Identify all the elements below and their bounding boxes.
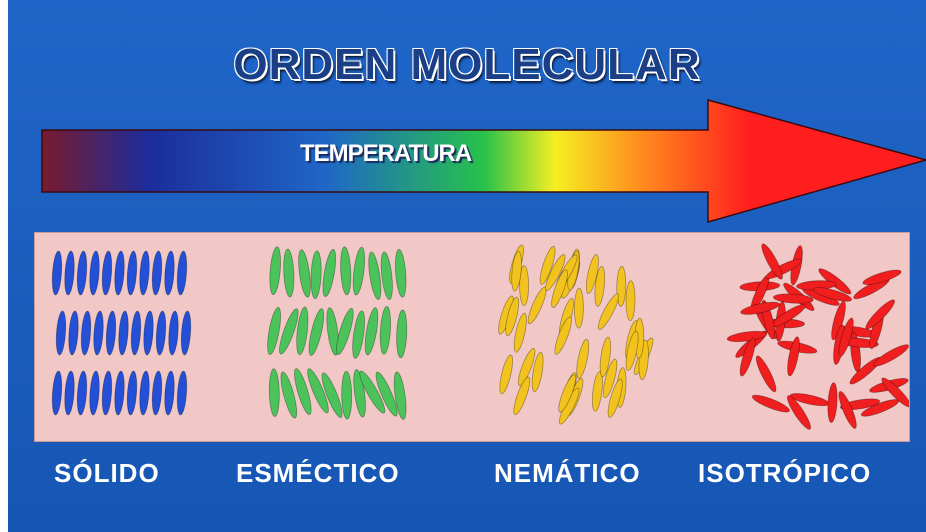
molecule-1 [396, 310, 408, 358]
molecule-1 [320, 249, 338, 298]
phase-label-nematico: NEMÁTICO [494, 458, 641, 489]
molecule-0 [126, 371, 138, 416]
molecule-0 [105, 311, 117, 356]
molecule-0 [101, 251, 113, 296]
molecule-0 [101, 371, 113, 416]
molecule-0 [126, 251, 138, 296]
molecule-0 [176, 371, 188, 416]
molecule-1 [310, 251, 322, 299]
molecule-0 [51, 371, 63, 416]
molecule-0 [163, 251, 175, 296]
molecule-0 [63, 371, 75, 416]
molecule-0 [113, 371, 125, 416]
phases-panel [34, 232, 910, 442]
phase-label-esmectico: ESMÉCTICO [236, 458, 400, 489]
molecule-0 [113, 251, 125, 296]
molecule-1 [363, 307, 381, 356]
molecule-0 [55, 311, 67, 356]
molecule-1 [269, 368, 280, 416]
molecule-3 [751, 392, 792, 415]
molecule-0 [76, 251, 88, 296]
molecule-0 [167, 311, 179, 356]
molecule-1 [379, 306, 392, 355]
molecule-0 [151, 371, 163, 416]
temperature-arrow-shape [42, 100, 926, 222]
molecule-2 [626, 281, 635, 321]
molecule-0 [117, 311, 129, 356]
molecule-0 [63, 251, 75, 296]
molecule-0 [142, 311, 154, 356]
molecule-0 [88, 371, 100, 416]
molecule-1 [268, 246, 282, 295]
molecule-0 [151, 251, 163, 296]
molecule-0 [76, 371, 88, 416]
molecule-3 [753, 354, 779, 394]
molecule-1 [379, 251, 394, 300]
molecule-3 [827, 382, 838, 422]
molecule-1 [351, 247, 367, 296]
molecule-0 [176, 251, 188, 296]
molecule-3 [836, 390, 860, 430]
molecule-1 [394, 249, 408, 298]
molecule-2 [497, 354, 515, 395]
molecule-1 [366, 251, 383, 300]
molecule-0 [163, 371, 175, 416]
molecule-2 [574, 338, 591, 379]
molecule-0 [92, 311, 104, 356]
molecule-0 [80, 311, 92, 356]
molecule-1 [283, 249, 295, 297]
molecule-1 [339, 247, 351, 295]
molecule-0 [88, 251, 100, 296]
molecule-0 [138, 251, 150, 296]
molecule-0 [51, 251, 63, 296]
molecule-0 [67, 311, 79, 356]
molecule-2 [574, 288, 583, 328]
phase-label-solido: SÓLIDO [54, 458, 160, 489]
phase-label-isotropico: ISOTRÓPICO [698, 458, 871, 489]
molecule-1 [296, 249, 312, 298]
molecule-1 [306, 308, 327, 357]
slide-title: ORDEN MOLECULAR [8, 40, 926, 90]
molecule-2 [591, 371, 605, 412]
molecule-0 [155, 311, 167, 356]
slide: ORDEN MOLECULAR TEMPERATURA SÓLIDO ESMÉC… [8, 0, 926, 532]
temperature-label: TEMPERATURA [300, 140, 471, 168]
molecule-0 [180, 311, 192, 356]
phase-molecules [35, 233, 909, 441]
molecule-0 [130, 311, 142, 356]
molecule-1 [341, 371, 352, 419]
molecule-0 [138, 371, 150, 416]
